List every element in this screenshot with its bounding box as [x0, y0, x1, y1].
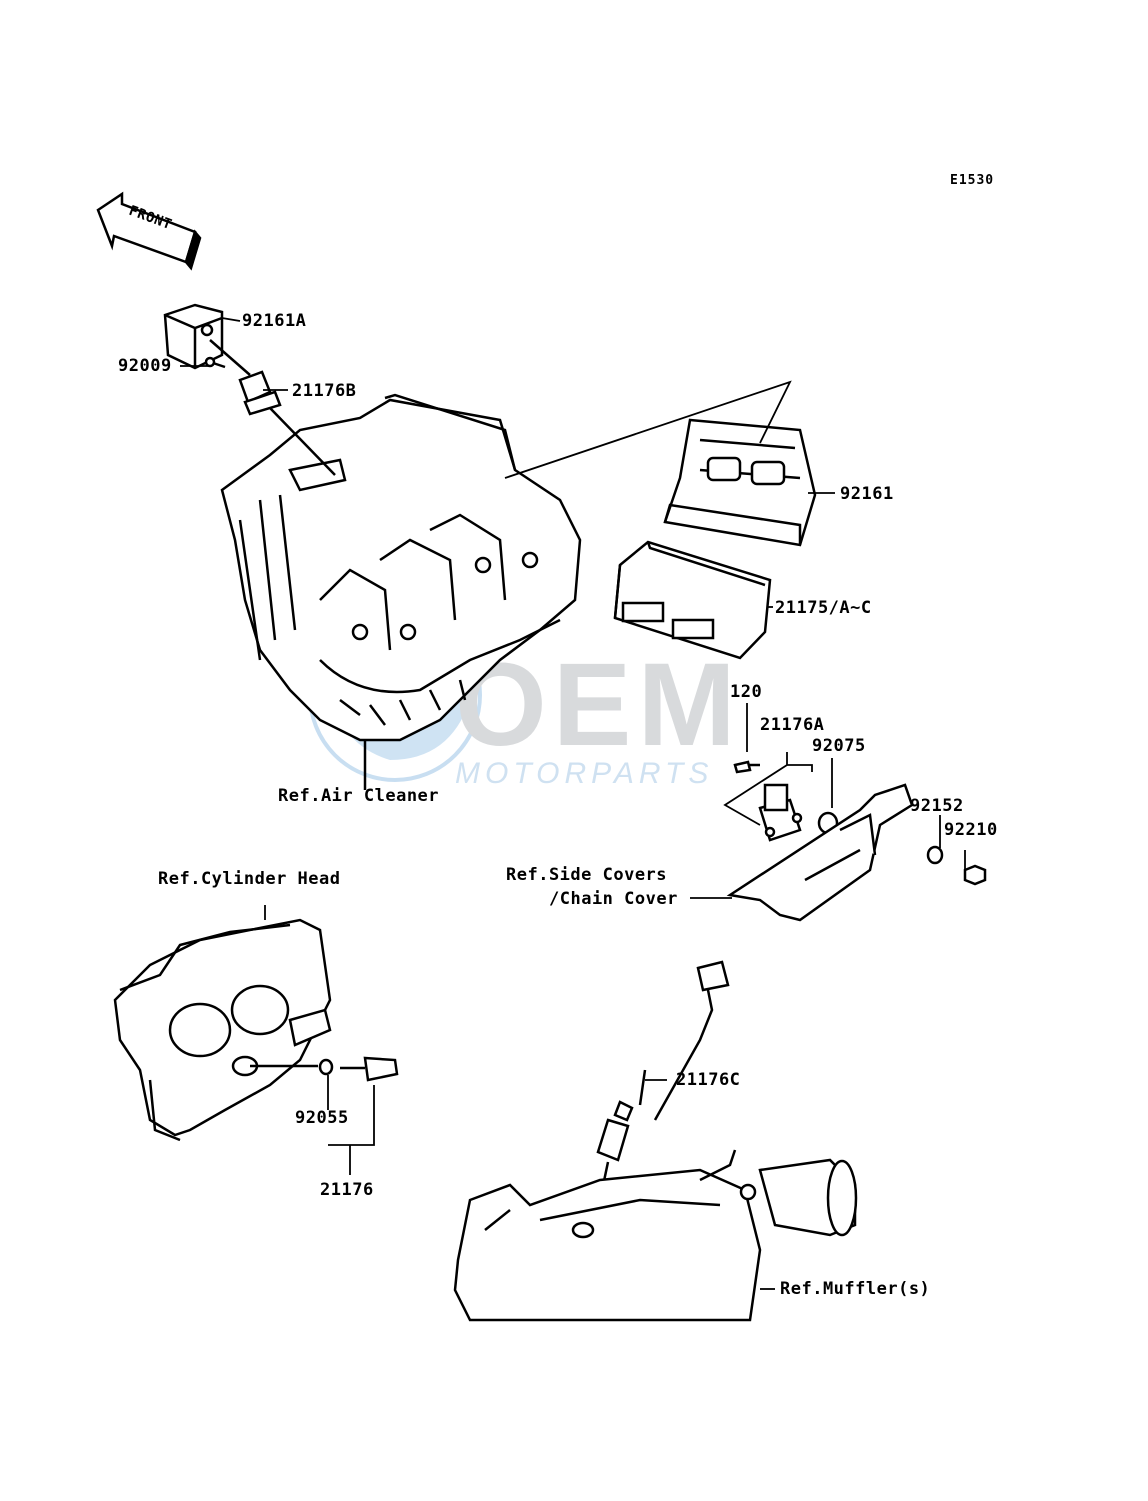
part-label-92161a[interactable]: 92161A [242, 311, 307, 331]
part-label-92161[interactable]: 92161 [840, 484, 894, 504]
part-label-92075[interactable]: 92075 [812, 736, 866, 756]
air-cleaner-drawing [220, 393, 582, 790]
svg-text:MOTORPARTS: MOTORPARTS [455, 757, 713, 790]
part-label-120[interactable]: 120 [730, 682, 763, 702]
part-label-92152[interactable]: 92152 [910, 796, 964, 816]
part-label-21176b[interactable]: 21176B [292, 381, 357, 401]
ref-muffler: Ref.Muffler(s) [780, 1279, 931, 1299]
oxygen-sensor-drawing [596, 960, 730, 1201]
part-label-21176[interactable]: 21176 [320, 1180, 374, 1200]
ref-cylinder-head: Ref.Cylinder Head [158, 869, 341, 889]
part-label-21176c[interactable]: 21176C [676, 1070, 741, 1090]
leader-lines [180, 317, 966, 1290]
diagram-code: E1530 [950, 173, 995, 188]
part-label-21175[interactable]: 21175/A~C [775, 598, 872, 618]
ref-side-covers: Ref.Side Covers [506, 865, 668, 885]
part-label-92009[interactable]: 92009 [118, 356, 172, 376]
ecu-cover-drawing [663, 418, 817, 547]
muffler-drawing [453, 1149, 858, 1322]
part-label-92210[interactable]: 92210 [944, 820, 998, 840]
ecu-drawing [613, 540, 772, 660]
svg-text:OEM: OEM [455, 639, 742, 771]
part-label-92055[interactable]: 92055 [295, 1108, 349, 1128]
ref-chain-cover: /Chain Cover [549, 889, 678, 909]
front-arrow-icon [96, 191, 202, 271]
part-label-21176a[interactable]: 21176A [760, 715, 825, 735]
ref-air-cleaner: Ref.Air Cleaner [278, 786, 440, 806]
sensor-21176b-drawing [163, 303, 336, 476]
sensor-21176a-drawing [726, 760, 987, 922]
cylinder-head-drawing [113, 918, 399, 1142]
